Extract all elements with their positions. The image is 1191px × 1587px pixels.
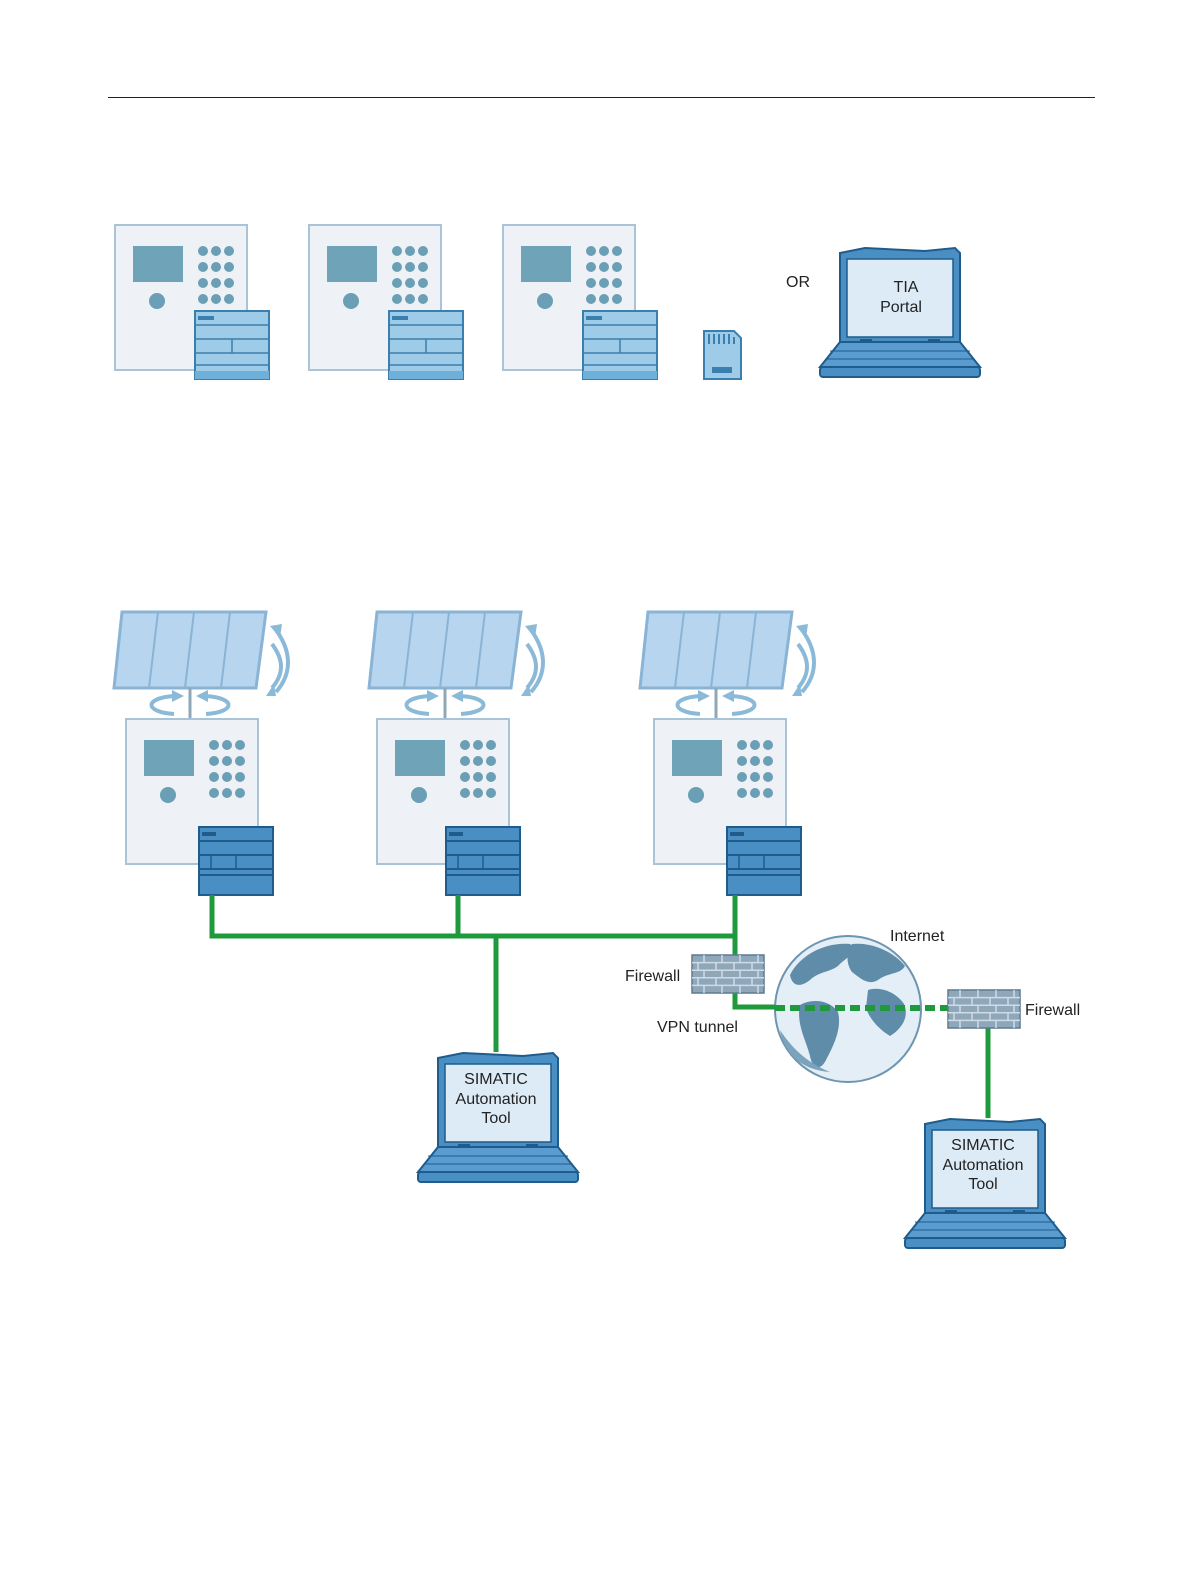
laptop-left-line-1: SIMATIC (464, 1071, 528, 1088)
or-label: OR (786, 274, 810, 291)
cabinet-3 (503, 225, 657, 379)
laptop-simatic-left: SIMATIC Automation Tool (418, 1053, 578, 1182)
solar-panel-2 (369, 612, 543, 718)
laptop-simatic-right: SIMATIC Automation Tool (905, 1119, 1065, 1248)
laptop-right-line-2: Automation (943, 1157, 1024, 1174)
cabinet-2 (309, 225, 463, 379)
network-plc-1 (199, 827, 273, 895)
firewall-right-label: Firewall (1025, 1002, 1080, 1019)
laptop-left-line-3: Tool (481, 1110, 510, 1127)
laptop-right-line-3: Tool (968, 1176, 997, 1193)
network-plc-2 (446, 827, 520, 895)
plc-3 (583, 311, 657, 379)
firewall-left-label: Firewall (625, 968, 680, 985)
memory-card-icon (704, 331, 741, 379)
vpn-tunnel-label: VPN tunnel (657, 1019, 738, 1036)
laptop-right-line-1: SIMATIC (951, 1137, 1015, 1154)
firewall-right-icon (948, 990, 1020, 1028)
internet-label: Internet (890, 928, 945, 945)
laptop-tia-line-1: TIA (894, 279, 919, 296)
plc-1 (195, 311, 269, 379)
network-cabinet-2 (377, 719, 520, 895)
solar-panel-3 (640, 612, 814, 718)
laptop-left-line-2: Automation (456, 1091, 537, 1108)
solar-panel-1 (114, 612, 288, 718)
network-plc-3 (727, 827, 801, 895)
plc-2 (389, 311, 463, 379)
laptop-tia-portal: TIA Portal (820, 248, 980, 377)
firewall-left-icon (692, 955, 764, 993)
laptop-tia-line-2: Portal (880, 299, 922, 316)
network-cabinet-1 (126, 719, 273, 895)
cabinet-1 (115, 225, 269, 379)
network-cabinet-3 (654, 719, 801, 895)
